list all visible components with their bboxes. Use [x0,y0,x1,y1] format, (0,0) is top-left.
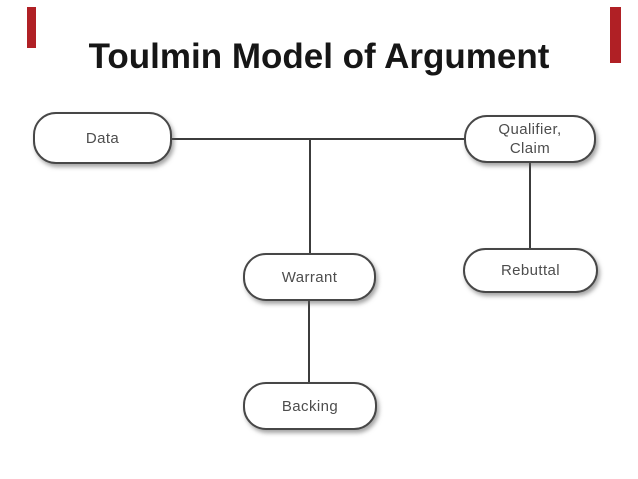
node-backing-label: Backing [281,397,339,415]
node-warrant: Warrant [243,253,376,301]
node-data-label: Data [85,129,120,147]
connector-trunk-to-warrant [309,138,311,255]
node-rebuttal-label: Rebuttal [500,262,561,279]
node-qualifier-claim-label: Qualifier, Claim [498,121,562,157]
node-qualifier-claim: Qualifier, Claim [464,115,596,163]
connector-warrant-to-backing [308,299,310,384]
red-accent-bar-left [27,7,36,48]
node-warrant-label: Warrant [281,268,338,286]
connector-qualifier-to-rebuttal [529,161,531,250]
node-backing: Backing [243,382,377,430]
node-rebuttal: Rebuttal [463,248,598,293]
slide-title: Toulmin Model of Argument [88,37,550,76]
node-data: Data [33,112,172,164]
connector-data-to-qualifier [170,138,466,140]
red-accent-bar-right [610,7,621,63]
